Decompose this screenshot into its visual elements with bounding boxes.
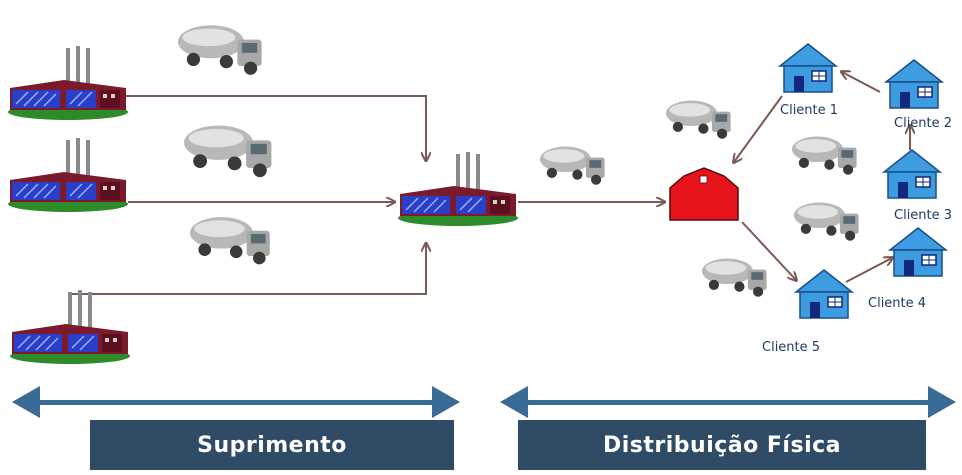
tanker-truck-icon xyxy=(794,202,859,241)
tanker-truck-icon xyxy=(540,146,605,185)
house-icon xyxy=(795,269,853,319)
client-label: Cliente 3 xyxy=(894,208,953,223)
client-label: Cliente 1 xyxy=(780,103,839,118)
client-label: Cliente 4 xyxy=(868,296,927,311)
plant-factory-icon xyxy=(397,151,519,227)
flow-arrow-cliente1-to-warehouse xyxy=(734,95,783,162)
tanker-truck-icon xyxy=(792,136,857,175)
distribution-flow-arrows xyxy=(734,72,910,282)
flow-arrow-cliente2-to-cliente1 xyxy=(842,72,881,93)
client-label: Cliente 2 xyxy=(894,116,953,131)
supplier-factory-icon xyxy=(7,137,129,213)
flow-arrow-factory3 xyxy=(72,244,426,295)
supply-phase-arrow xyxy=(12,386,460,418)
house-icon xyxy=(885,59,943,109)
distribution-phase-banner: Distribuição Física xyxy=(518,420,926,470)
flow-arrow-cliente5-to-cliente4 xyxy=(845,258,892,283)
tanker-truck-icon xyxy=(178,25,262,75)
house-icon xyxy=(889,227,947,277)
flow-arrow-factory1 xyxy=(118,95,426,160)
supply-phase-banner: Suprimento xyxy=(90,420,454,470)
tanker-truck-icon xyxy=(702,258,767,297)
tanker-truck-icon xyxy=(190,217,270,265)
distribution-phase-arrow xyxy=(500,386,956,418)
tanker-truck-icon xyxy=(666,100,731,139)
client-label: Cliente 5 xyxy=(762,340,821,355)
supplier-factory-icon xyxy=(9,289,131,365)
supply-flow-arrows xyxy=(72,95,664,295)
house-icon xyxy=(883,149,941,199)
warehouse-icon xyxy=(669,167,739,221)
tanker-truck-icon xyxy=(184,125,272,178)
supplier-factory-icon xyxy=(7,45,129,121)
house-icon xyxy=(779,43,837,93)
flow-arrow-warehouse-to-cliente5 xyxy=(741,221,796,280)
